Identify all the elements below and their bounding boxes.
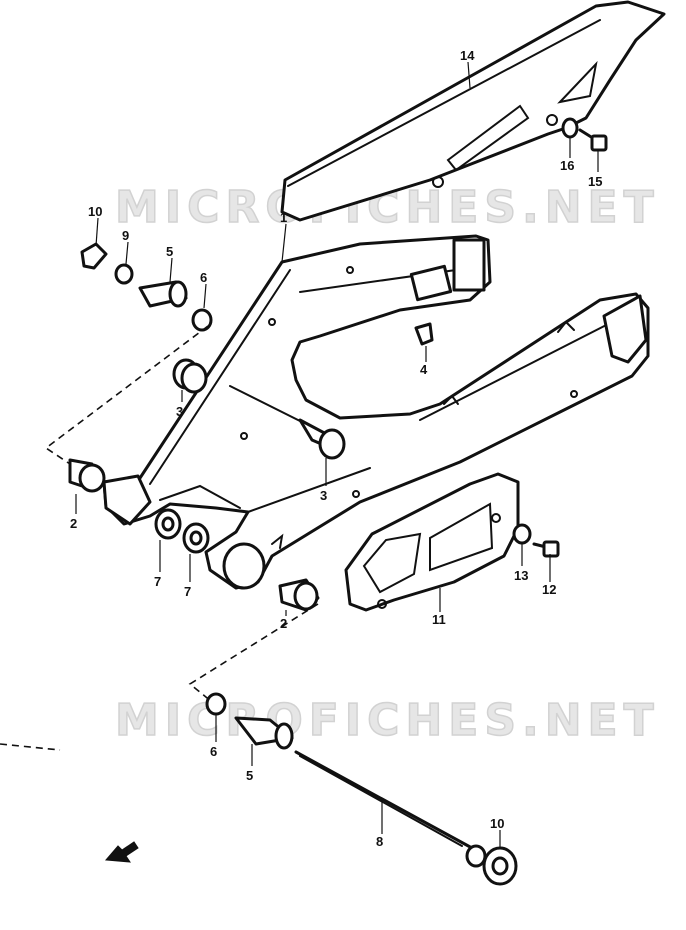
assembly-line-left <box>44 325 209 465</box>
callout-10-lower: 10 <box>490 816 504 831</box>
callout-7-left: 7 <box>154 574 161 589</box>
callout-14: 14 <box>460 48 475 63</box>
leader-lines <box>75 61 599 848</box>
callout-12: 12 <box>542 582 556 597</box>
bolt-part-15 <box>578 128 608 152</box>
nut-part-10-upper <box>80 242 108 270</box>
callout-16: 16 <box>560 158 574 173</box>
front-arrow-icon <box>104 841 139 863</box>
washer-part-13 <box>512 523 532 545</box>
collar-part-3-upper <box>172 358 208 394</box>
callout-5-upper: 5 <box>166 244 173 259</box>
callout-3-lower: 3 <box>320 488 327 503</box>
assembly-line-stub <box>0 743 61 751</box>
swingarm-part-1 <box>102 234 650 590</box>
bearing-part-2-right <box>278 578 320 612</box>
grease-nipple-part-4 <box>414 322 434 346</box>
washer-part-9 <box>114 263 134 285</box>
spacer-part-5-lower <box>234 716 294 750</box>
callout-2-left: 2 <box>70 516 77 531</box>
callout-6-upper: 6 <box>200 270 207 285</box>
washer-part-7-right <box>182 522 210 554</box>
callout-8: 8 <box>376 834 383 849</box>
callout-6-lower: 6 <box>210 744 217 759</box>
seal-part-6-lower <box>205 692 227 716</box>
bearing-part-2-left <box>68 458 106 493</box>
chain-guard-part-14 <box>280 0 666 222</box>
callout-9: 9 <box>122 228 129 243</box>
collar-part-3-lower <box>298 418 346 460</box>
watermark-bottom: MICROFICHES.NET <box>115 695 660 746</box>
assembly-line-right <box>188 603 319 703</box>
callout-15: 15 <box>588 174 602 189</box>
seal-part-6-upper <box>191 308 213 332</box>
washer-part-7-left <box>154 508 182 540</box>
washer-part-16 <box>561 117 579 139</box>
pivot-shaft-part-8 <box>294 750 487 868</box>
callout-5-lower: 5 <box>246 768 253 783</box>
callout-7-right: 7 <box>184 584 191 599</box>
callout-3-upper: 3 <box>176 404 183 419</box>
chain-case-part-11 <box>344 472 520 612</box>
callout-13: 13 <box>514 568 528 583</box>
callout-11: 11 <box>432 612 446 627</box>
callout-10-upper: 10 <box>88 204 102 219</box>
callout-2-right: 2 <box>280 616 287 631</box>
spacer-part-5-upper <box>138 280 188 308</box>
callout-1: 1 <box>280 210 287 225</box>
bolt-part-12 <box>532 540 560 558</box>
nut-part-10-lower <box>482 846 518 886</box>
callout-4: 4 <box>420 362 428 377</box>
